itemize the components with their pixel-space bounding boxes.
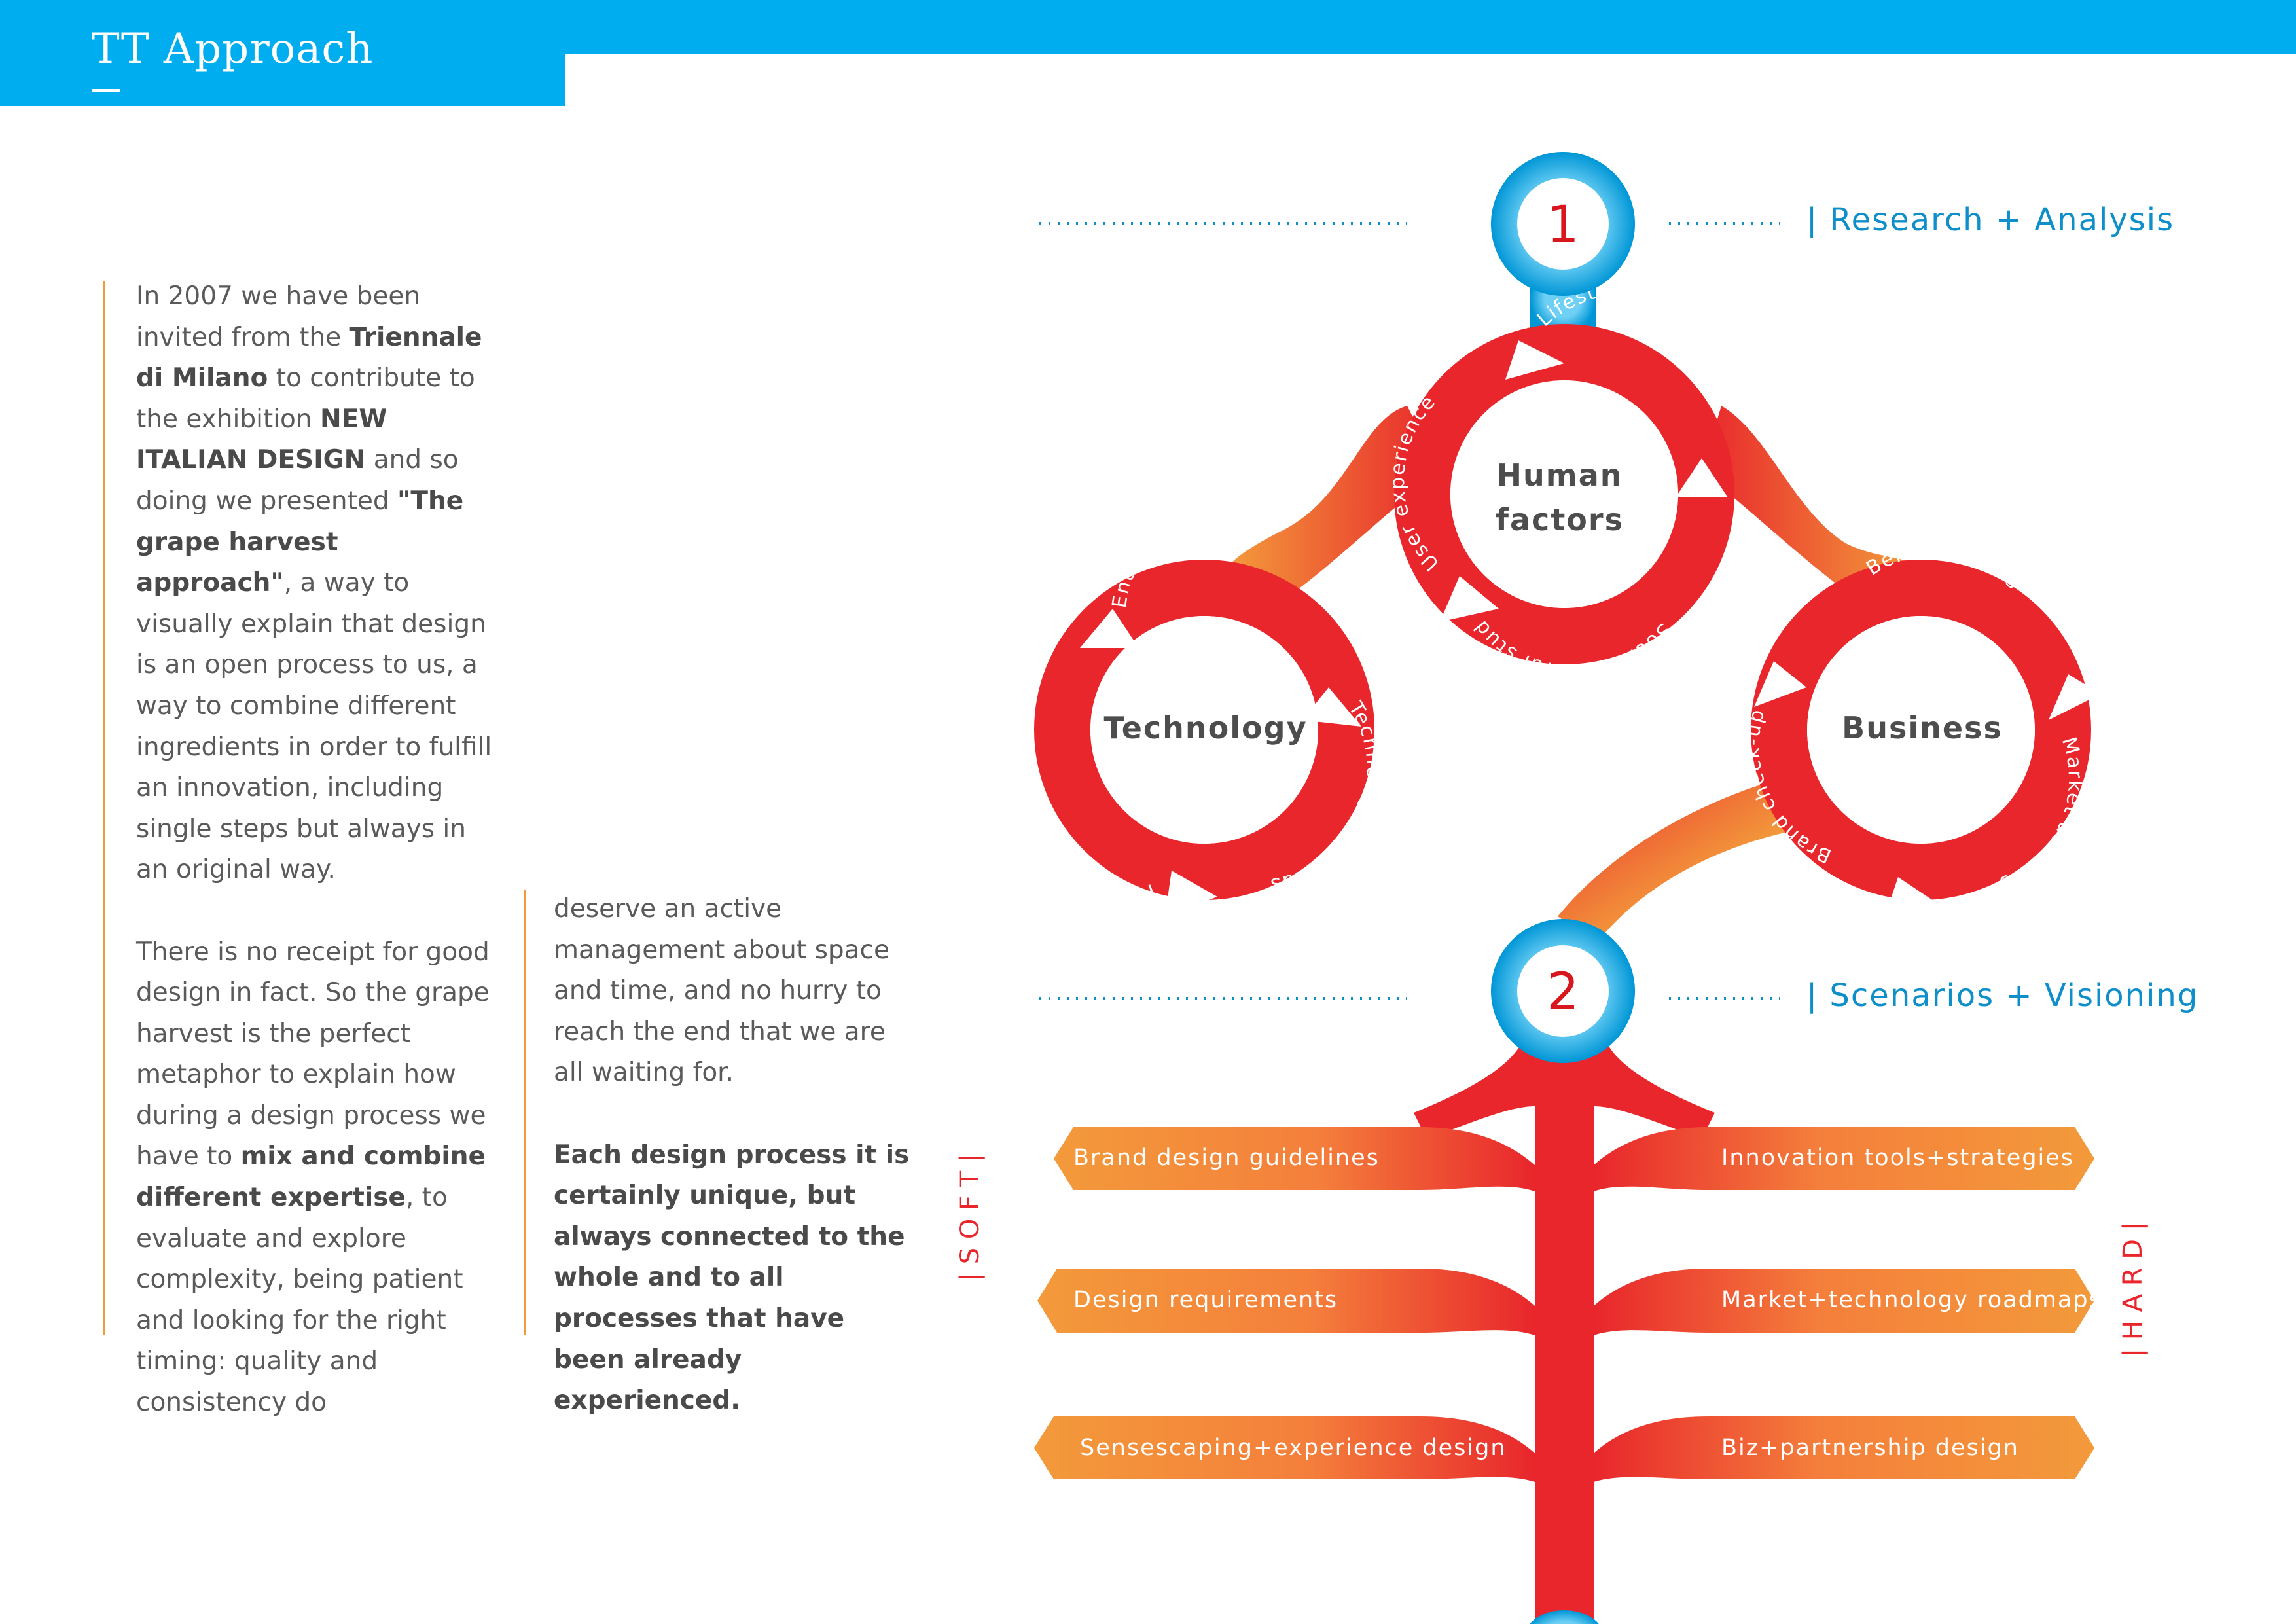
business-title: Business: [1842, 710, 2003, 746]
cluster-business: Business Benchmarking Market auditing Br…: [1741, 537, 2101, 916]
cluster-human-factors: Human factors User experience Lifestyles…: [0, 0, 1754, 683]
emphasis-text: Each design process it is certainly uniq…: [554, 1140, 910, 1416]
title-underline: [92, 89, 120, 92]
left-branch-label-3: Sensescaping+experience design: [1080, 1435, 1507, 1461]
human-factors-title-line1: Human: [1497, 458, 1623, 493]
step1-marker: 1: [1491, 152, 1635, 296]
step2-number: 2: [1547, 963, 1579, 1022]
right-branch-label-2: Market+technology roadmaps: [1721, 1287, 2102, 1313]
left-branch-label-1: Brand design guidelines: [1073, 1145, 1380, 1171]
header-tab: [0, 0, 565, 106]
left-branch-3: Sensescaping+experience design: [1034, 1416, 1535, 1482]
paragraph-continuation: deserve an active management about space…: [554, 889, 920, 1094]
right-branch-label-1: Innovation tools+strategies: [1721, 1145, 2074, 1171]
emphasis-text: mix and combine different expertise: [136, 1142, 486, 1213]
main-trunk: [1414, 1034, 1715, 1624]
body-text: to contribute to the exhibition: [136, 363, 475, 434]
left-branch-label-2: Design requirements: [1073, 1287, 1338, 1313]
paragraph-intro: In 2007 we have been invited from the Tr…: [136, 276, 503, 891]
text-column-right: deserve an active management about space…: [554, 889, 920, 1422]
emphasis-text: NEW ITALIAN DESIGN: [136, 404, 387, 475]
body-text: There is no receipt for good design in f…: [136, 937, 490, 1172]
step1-label: | Research + Analysis: [1806, 202, 2174, 238]
body-text: , to evaluate and explore complexity, be…: [136, 1183, 463, 1418]
connector-business-to-step2: [1558, 772, 1826, 943]
technology-title: Technology: [1103, 710, 1307, 746]
paragraph-metaphor: There is no receipt for good design in f…: [136, 932, 503, 1424]
text-column-left: In 2007 we have been invited from the Tr…: [136, 276, 503, 1424]
right-branch-2: Market+technology roadmaps: [1594, 1269, 2102, 1335]
left-branch-2: Design requirements: [1037, 1269, 1535, 1335]
right-branch-label-3: Biz+partnership design: [1721, 1435, 2019, 1461]
paragraph-conclusion: Each design process it is certainly uniq…: [554, 1135, 920, 1422]
left-branch-1: Brand design guidelines: [1054, 1127, 1535, 1191]
body-text: and so doing we presented: [136, 445, 459, 516]
human-factors-title-line2: factors: [1496, 502, 1624, 537]
hard-label: | H A R D |: [2118, 1222, 2148, 1358]
connector-human-to-technology: [1229, 406, 1440, 596]
step1-number: 1: [1547, 196, 1579, 255]
soft-label: | S O F T |: [955, 1154, 985, 1282]
step3-bubble-partial: [1530, 1610, 1599, 1624]
column-rule-left: [103, 281, 105, 1335]
body-text: In 2007 we have been invited from the: [136, 281, 421, 352]
right-branch-1: Innovation tools+strategies: [1594, 1127, 2094, 1191]
connector-human-to-business: [1702, 406, 1911, 609]
body-text: deserve an active management about space…: [554, 894, 889, 1088]
emphasis-text: Triennale di Milano: [136, 322, 482, 393]
step2-label: | Scenarios + Visioning: [1806, 977, 2198, 1014]
step2-marker: 2: [1491, 919, 1635, 1063]
column-rule-right: [524, 890, 526, 1335]
emphasis-text: "The grape harvest approach": [136, 486, 464, 598]
right-branch-3: Biz+partnership design: [1594, 1416, 2094, 1482]
body-text: , a way to visually explain that design …: [136, 568, 492, 885]
page-title: TT Approach: [92, 25, 374, 73]
